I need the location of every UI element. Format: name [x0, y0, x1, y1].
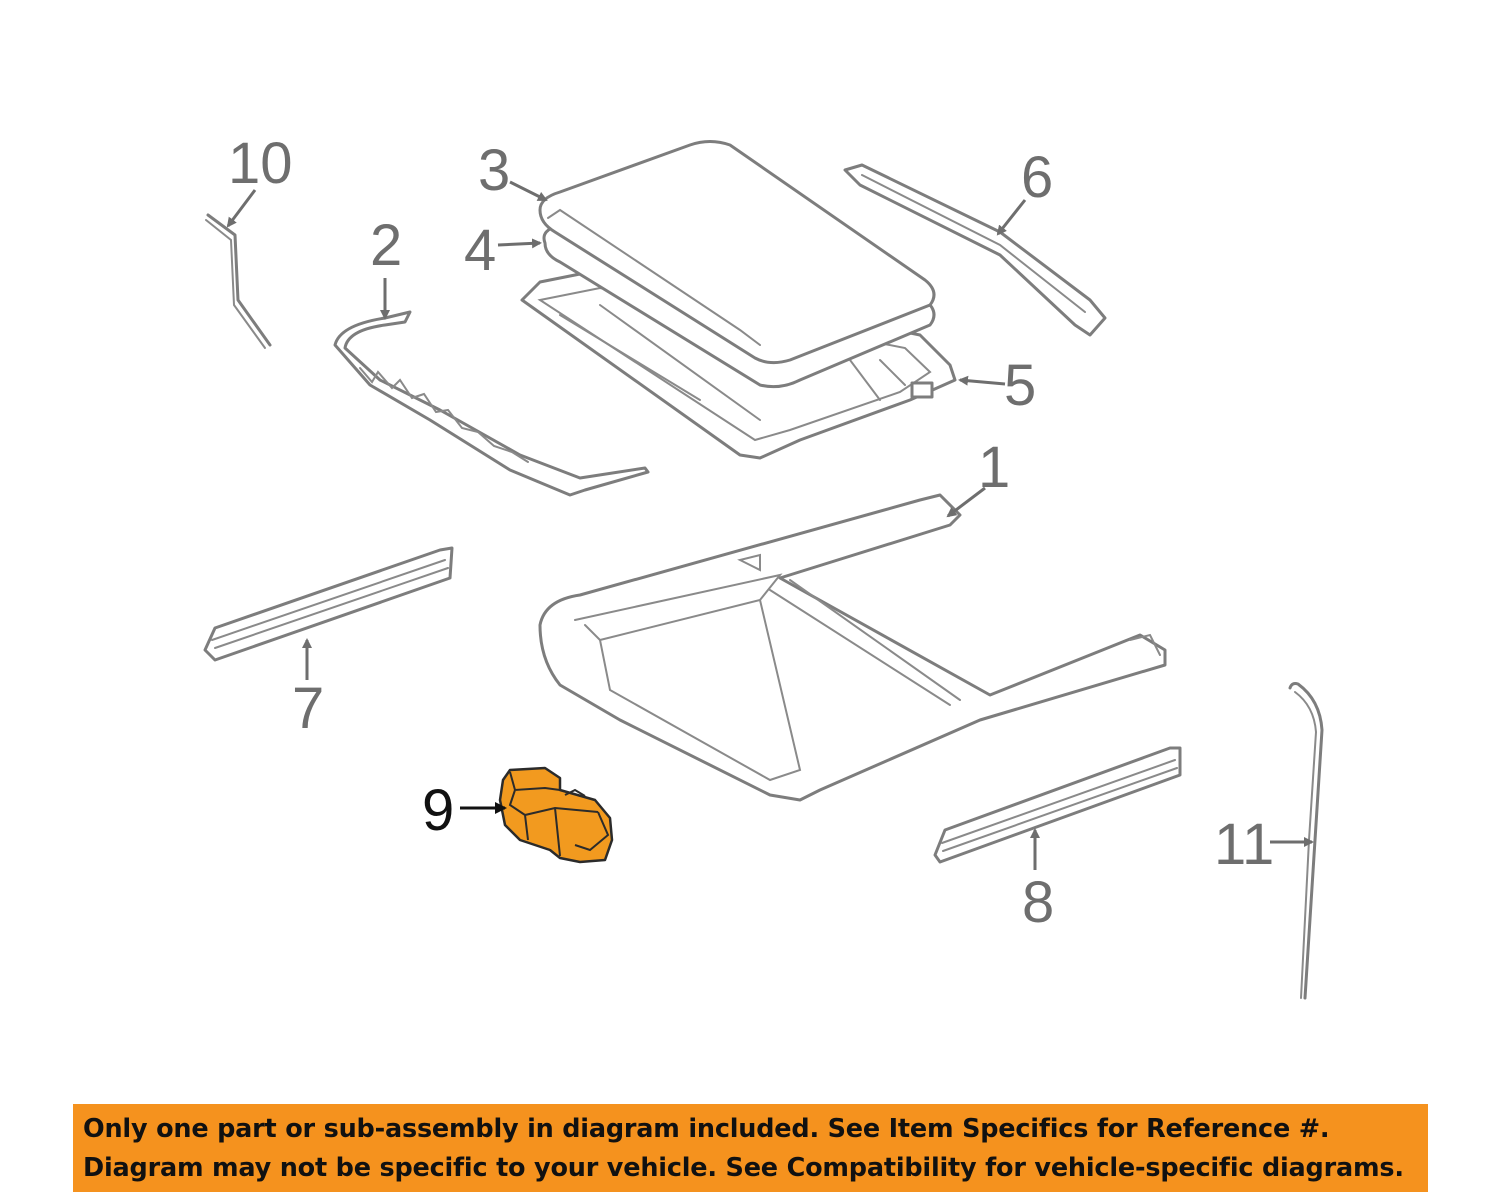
part-6-wind-deflector	[843, 163, 1107, 337]
callout-labels: 1 2 3 4 5 6 7 8 9 10 11	[228, 131, 1274, 935]
sunroof-parts-diagram: 1 2 3 4 5 6 7 8 9 10 11	[203, 131, 1324, 1000]
part-10-drain-hose	[205, 213, 272, 349]
disclaimer-banner: Only one part or sub-assembly in diagram…	[73, 1104, 1428, 1192]
part-1-sunroof-frame	[538, 493, 1167, 802]
callout-6: 6	[1021, 145, 1053, 210]
part-3-sunroof-glass	[538, 140, 936, 365]
part-7-left-guide-rail	[203, 546, 454, 662]
leader-5	[958, 375, 1006, 386]
part-8-right-guide-rail	[933, 746, 1182, 864]
leader-3	[509, 180, 548, 202]
leader-6	[996, 199, 1027, 236]
callout-8: 8	[1022, 870, 1054, 935]
disclaimer-line-2: Diagram may not be specific to your vehi…	[83, 1153, 1404, 1183]
callout-10: 10	[228, 131, 293, 196]
callout-7: 7	[292, 676, 324, 741]
callout-leaders	[226, 180, 1314, 870]
leader-4	[497, 238, 542, 249]
callout-5: 5	[1004, 353, 1036, 418]
leader-1	[946, 486, 986, 518]
callout-3: 3	[478, 138, 510, 203]
callout-2: 2	[370, 213, 402, 278]
disclaimer-line-1: Only one part or sub-assembly in diagram…	[83, 1114, 1330, 1144]
callout-1: 1	[978, 435, 1010, 500]
part-9-sunroof-motor[interactable]	[498, 766, 614, 864]
part-2-weatherstrip	[333, 310, 650, 497]
callout-9: 9	[422, 778, 454, 843]
leader-10	[226, 189, 257, 228]
callout-4: 4	[464, 218, 496, 283]
callout-11: 11	[1214, 812, 1274, 877]
